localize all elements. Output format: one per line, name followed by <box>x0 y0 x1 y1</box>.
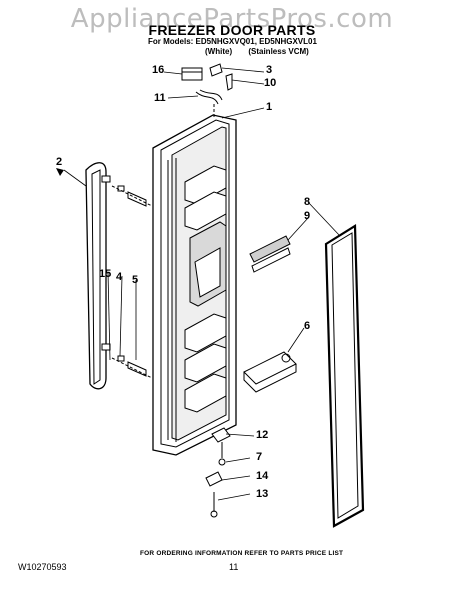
callout-1: 1 <box>266 101 273 113</box>
callout-2: 2 <box>56 156 63 168</box>
variant-white: (White) <box>205 47 233 56</box>
page-title: FREEZER DOOR PARTS <box>148 22 316 38</box>
model-variants: (White) (Stainless VCM) <box>205 47 323 56</box>
callout-6: 6 <box>304 320 311 332</box>
variant-stainless: (Stainless VCM) <box>248 47 309 56</box>
ordering-note: FOR ORDERING INFORMATION REFER TO PARTS … <box>140 550 344 557</box>
callout-9: 9 <box>304 210 311 222</box>
callout-13: 13 <box>256 488 269 500</box>
callout-5: 5 <box>132 274 139 286</box>
callout-15: 15 <box>99 268 112 280</box>
door-gasket <box>324 224 365 528</box>
callout-7: 7 <box>256 451 263 463</box>
callout-14: 14 <box>256 470 269 482</box>
callout-16: 16 <box>152 64 165 76</box>
models-line: For Models: ED5NHGXVQ01, ED5NHGXVL01 <box>148 37 317 46</box>
door-handle <box>85 162 111 390</box>
shelf-trim <box>249 235 291 273</box>
document-code: W10270593 <box>18 562 67 572</box>
handle-hardware <box>111 185 153 379</box>
watermark: AppliancePartsPros.com <box>70 4 394 34</box>
callout-11: 11 <box>154 92 166 104</box>
bottom-hinge-parts <box>205 427 231 518</box>
top-hinge-parts <box>181 63 233 118</box>
callout-3: 3 <box>266 64 273 76</box>
leader-lines <box>63 67 341 501</box>
page-number: 11 <box>229 562 239 572</box>
callout-12: 12 <box>256 429 269 441</box>
callout-10: 10 <box>264 77 277 89</box>
door-bin <box>243 351 297 393</box>
door-liner <box>152 114 237 456</box>
callout-8: 8 <box>304 196 311 208</box>
callout-4: 4 <box>116 271 123 283</box>
